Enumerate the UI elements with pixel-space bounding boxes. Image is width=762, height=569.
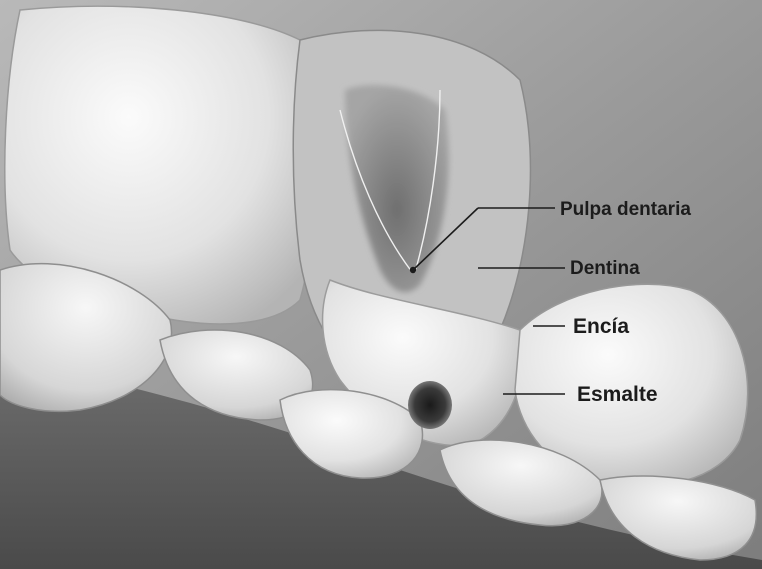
label-dentina: Dentina [570, 258, 640, 279]
label-esmalte: Esmalte [577, 383, 658, 406]
label-pulpa-dentaria: Pulpa dentaria [560, 199, 691, 220]
label-encia: Encía [573, 315, 629, 338]
pulpa-leader-dot [411, 268, 416, 273]
cavity-caries [408, 381, 452, 429]
